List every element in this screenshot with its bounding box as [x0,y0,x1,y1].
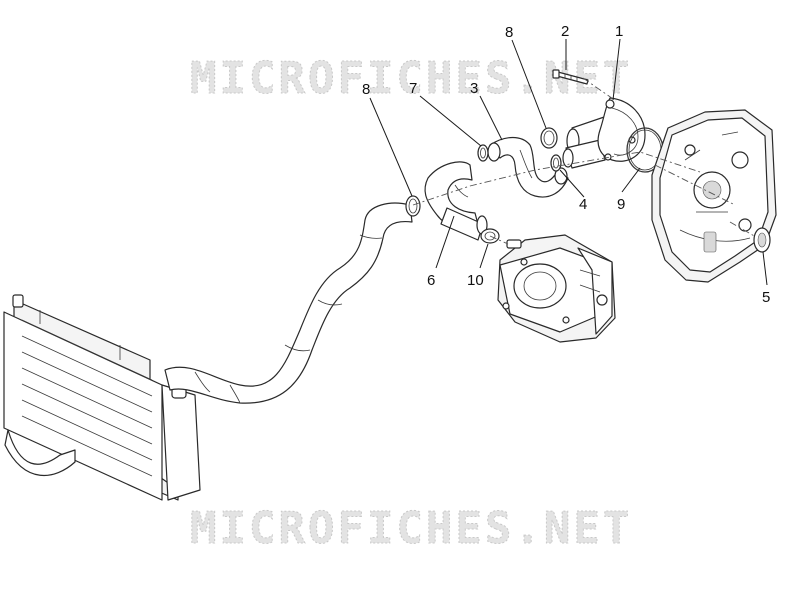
hose-clamp-7 [477,144,489,162]
callout-2: 2 [561,23,569,40]
leader-lines [369,38,768,286]
callout-7: 7 [409,80,417,97]
radiator [3,294,201,501]
screw-2 [552,69,589,85]
watermark-bottom: MICROFICHES.NET [190,503,632,554]
hose-6 [424,161,488,241]
water-pump-cover-1 [562,97,646,169]
callout-1: 1 [615,23,623,40]
hose-clamp-8-left [405,195,421,217]
hose-clamp-8-right [540,127,558,149]
engine-crankcase [651,109,777,283]
callout-labels: 1 2 3 4 5 6 7 8 8 9 10 [362,23,770,306]
seal-ring-5 [753,227,771,253]
callout-4: 4 [579,196,587,213]
hose-clamp-4 [550,154,562,172]
callout-6: 6 [427,272,435,289]
radiator-hose [164,202,413,404]
callout-9: 9 [617,196,625,213]
callout-10: 10 [467,272,484,289]
callout-3: 3 [470,80,478,97]
callout-8-right: 8 [505,24,513,41]
assembly-lines [412,77,757,245]
callout-5: 5 [762,289,770,306]
cylinder-head [497,234,616,343]
callout-8-left: 8 [362,81,370,98]
